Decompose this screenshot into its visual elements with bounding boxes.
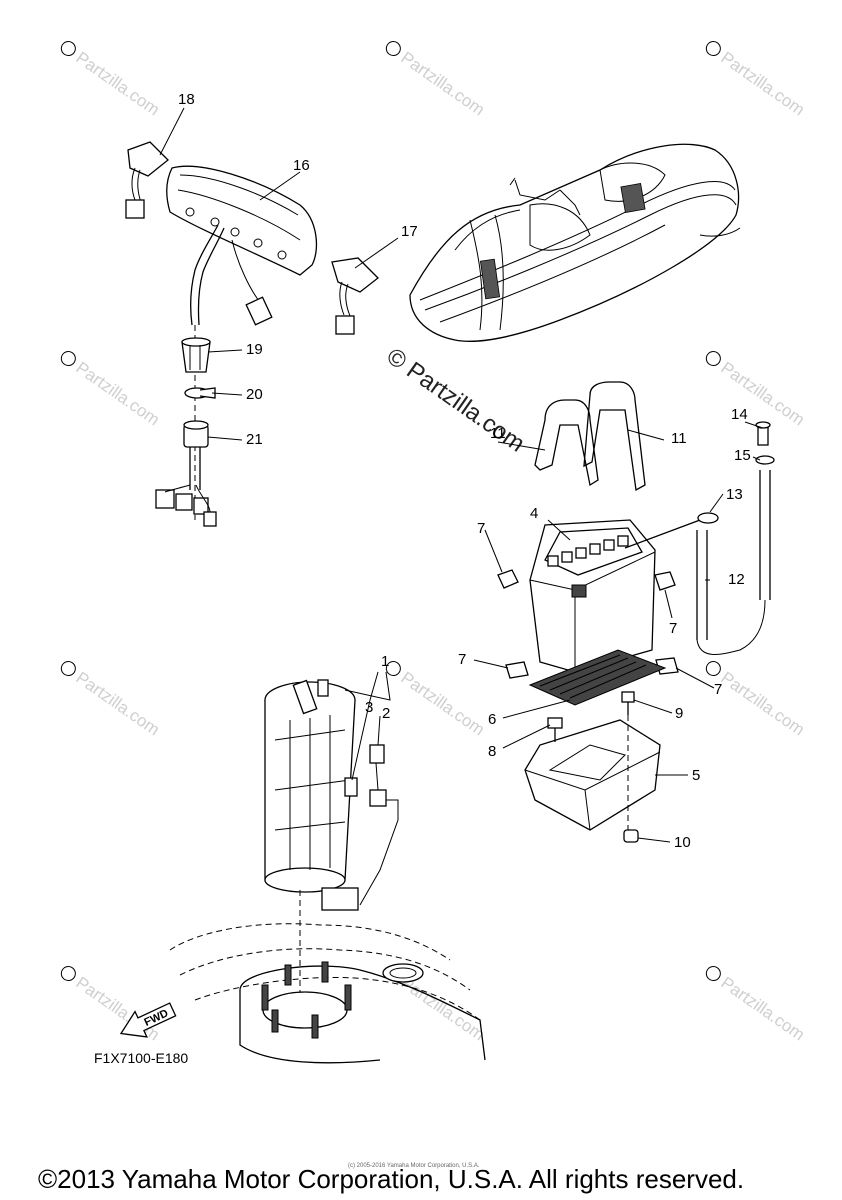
cable-parts [155, 325, 217, 527]
watermark-text: Partzilla.com [717, 48, 808, 119]
callout-7c: 7 [458, 651, 466, 668]
callout-9: 9 [675, 705, 683, 722]
callout-7a: 7 [477, 520, 485, 537]
callout-3: 3 [365, 699, 373, 716]
watermark-text: Partzilla.com [717, 973, 808, 1044]
callout-11a: 11 [490, 425, 506, 442]
watermark-text: Partzilla.com [397, 668, 488, 739]
callout-6: 6 [488, 711, 496, 728]
battery-assembly [497, 519, 701, 706]
meter-assembly [125, 141, 379, 335]
callouts: 18 16 17 19 20 21 14 15 11 11 13 4 7 12 … [178, 91, 751, 851]
callout-21: 21 [246, 431, 263, 448]
center-watermark: © Partzilla.com [382, 343, 530, 458]
callout-12: 12 [728, 571, 745, 588]
callout-5: 5 [692, 767, 700, 784]
callout-2: 2 [382, 705, 390, 722]
leader-lines [159, 107, 764, 843]
diagram-code: F1X7100-E180 [94, 1050, 188, 1066]
battery-box [524, 691, 661, 843]
watermark-text: Partzilla.com [717, 668, 808, 739]
footer-copyright: ©2013 Yamaha Motor Corporation, U.S.A. A… [38, 1164, 744, 1194]
callout-13: 13 [726, 486, 743, 503]
callout-8: 8 [488, 743, 496, 760]
breather-parts [696, 421, 775, 655]
callout-10: 10 [674, 834, 691, 851]
small-copyright: (c) 2005-2016 Yamaha Motor Corporation, … [348, 1163, 480, 1169]
watermark-text: Partzilla.com [72, 48, 163, 119]
watermark-text: Partzilla.com [397, 973, 488, 1044]
callout-11b: 11 [671, 430, 687, 447]
watermark-text: Partzilla.com [72, 358, 163, 429]
callout-19: 19 [246, 341, 263, 358]
watercraft-illustration [409, 143, 741, 342]
battery-bands [534, 381, 646, 492]
callout-1: 1 [381, 653, 389, 670]
callout-15: 15 [734, 447, 751, 464]
fuel-tank-outline [169, 923, 486, 1064]
watermark-text: Partzilla.com [397, 48, 488, 119]
callout-20: 20 [246, 386, 263, 403]
watermark-text: Partzilla.com [72, 973, 163, 1044]
callout-16: 16 [293, 157, 310, 174]
callout-7b: 7 [669, 620, 677, 637]
callout-17: 17 [401, 223, 418, 240]
fuel-pump-assembly [264, 679, 399, 1010]
watermark-text: Partzilla.com [72, 668, 163, 739]
callout-4: 4 [530, 505, 538, 522]
callout-14: 14 [731, 406, 748, 423]
callout-18: 18 [178, 91, 195, 108]
callout-7d: 7 [714, 681, 722, 698]
